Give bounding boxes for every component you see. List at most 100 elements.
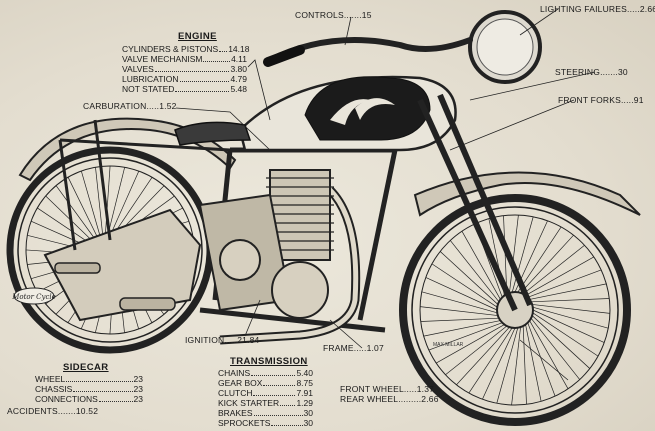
engine-row-value: 4.79: [230, 74, 247, 84]
wheel-spoke: [439, 251, 499, 305]
wheel-spoke: [529, 320, 569, 389]
transmission-row-label: SPROCKETS: [218, 418, 271, 428]
dot-leader: [280, 398, 296, 406]
label-steering: STEERING.......30: [555, 67, 628, 77]
transmission-row-value: 1.29: [296, 398, 313, 408]
sidecar-row-value: 23: [133, 384, 143, 394]
dot-leader: [203, 54, 231, 62]
wheel-spoke: [482, 327, 516, 400]
sidecar-row-label: WHEEL: [35, 374, 66, 384]
wheel-spoke: [496, 327, 519, 404]
wheel-spoke: [532, 306, 609, 329]
wheel-spoke: [95, 167, 104, 238]
rear-body-panel: [43, 208, 202, 322]
transmission-row-label: KICK STARTER: [218, 398, 280, 408]
transmission-row: CLUTCH 7.91: [218, 388, 313, 398]
transmission-row: CHAINS 5.40: [218, 368, 313, 378]
wheel-spoke: [423, 320, 501, 337]
wheel-spoke: [517, 226, 562, 293]
wheel-spoke: [532, 304, 610, 314]
transmission-row-value: 7.91: [296, 388, 313, 398]
dot-leader: [179, 74, 230, 82]
wheel-spoke: [420, 306, 498, 316]
front-mudguard: [413, 171, 641, 217]
wheel-spoke: [531, 315, 591, 369]
sidecar-row-value: 23: [133, 374, 143, 384]
transmission-row-label: GEAR BOX: [218, 378, 263, 388]
transmission-row-value: 5.40: [296, 368, 313, 378]
label-rear-wheel: REAR WHEEL.........2.66: [340, 394, 439, 404]
wheel-spoke: [112, 177, 153, 237]
dot-leader: [175, 84, 230, 92]
dot-leader: [263, 378, 296, 386]
wheel-spoke: [530, 317, 580, 380]
wheel-spoke: [450, 240, 500, 303]
wheel-spoke: [104, 165, 111, 237]
transmission-row-label: CHAINS: [218, 368, 251, 378]
wheel-spoke: [511, 327, 521, 405]
wheel-spoke: [527, 322, 556, 397]
transmission-row-label: CLUTCH: [218, 388, 253, 398]
engine-row-value: 4.11: [231, 54, 247, 64]
wheel-spoke: [431, 263, 498, 308]
engine-row-value: 14.18: [228, 44, 250, 54]
engine-row-label: LUBRICATION: [122, 74, 179, 84]
saddle: [174, 121, 252, 146]
sidecar-row-label: CONNECTIONS: [35, 394, 98, 404]
dot-leader: [66, 374, 133, 382]
wheel-spoke: [436, 324, 505, 364]
transmission-heading: TRANSMISSION: [230, 356, 308, 367]
label-accidents: ACCIDENTS.......10.52: [7, 406, 99, 416]
wheel-spoke: [503, 215, 508, 294]
engine-row-label: VALVES: [122, 64, 154, 74]
label-frame: FRAME.....1.07: [323, 343, 384, 353]
wheel-spoke: [532, 309, 605, 343]
engine-row-label: VALVE MECHANISM: [122, 54, 203, 64]
wheel-spoke: [525, 324, 542, 402]
wheel-spoke: [529, 283, 607, 300]
front-wheel-drawing: [399, 194, 631, 426]
fork-legs: [417, 93, 533, 312]
dot-leader: [98, 394, 133, 402]
footrest: [54, 262, 101, 274]
label-front-forks: FRONT FORKS.....91: [558, 95, 644, 105]
wheel-spoke: [420, 317, 499, 322]
wheel-spoke: [109, 170, 140, 237]
label-ignition: IGNITION.....21.84: [185, 335, 260, 345]
label-carburation: CARBURATION.....1.52: [83, 101, 177, 111]
wheel-spoke: [525, 256, 594, 296]
dot-leader: [73, 384, 133, 392]
label-lighting-failures: LIGHTING FAILURES.....2.66: [540, 4, 655, 14]
wheel-spoke: [511, 216, 534, 293]
svg-text:Motor Cycle: Motor Cycle: [11, 293, 56, 301]
wheel-spoke: [531, 298, 610, 303]
wheel-spoke: [425, 277, 498, 311]
engine-row-value: 5.48: [230, 84, 247, 94]
wheel-spoke: [461, 231, 501, 300]
wheel-spoke: [428, 322, 503, 351]
engine-row: LUBRICATION 4.79: [122, 74, 247, 84]
label-controls: CONTROLS.......15: [295, 10, 372, 20]
wheel-spoke: [509, 215, 519, 293]
sidecar-row-label: CHASSIS: [35, 384, 73, 394]
engine-row-label: CYLINDERS & PISTONS: [122, 44, 219, 54]
wheel-spoke: [456, 326, 510, 386]
motorcycle-logo: Motor Cycle: [11, 287, 56, 305]
wheel-spoke: [445, 325, 508, 375]
engine-row-value: 3.80: [230, 64, 247, 74]
dot-leader: [219, 44, 228, 52]
dot-leader: [154, 64, 230, 72]
wheel-spoke: [67, 177, 100, 242]
transmission-row-value: 30: [303, 408, 313, 418]
engine-heading: ENGINE: [178, 31, 217, 42]
engine-row: CYLINDERS & PISTONS 14.18: [122, 44, 250, 54]
